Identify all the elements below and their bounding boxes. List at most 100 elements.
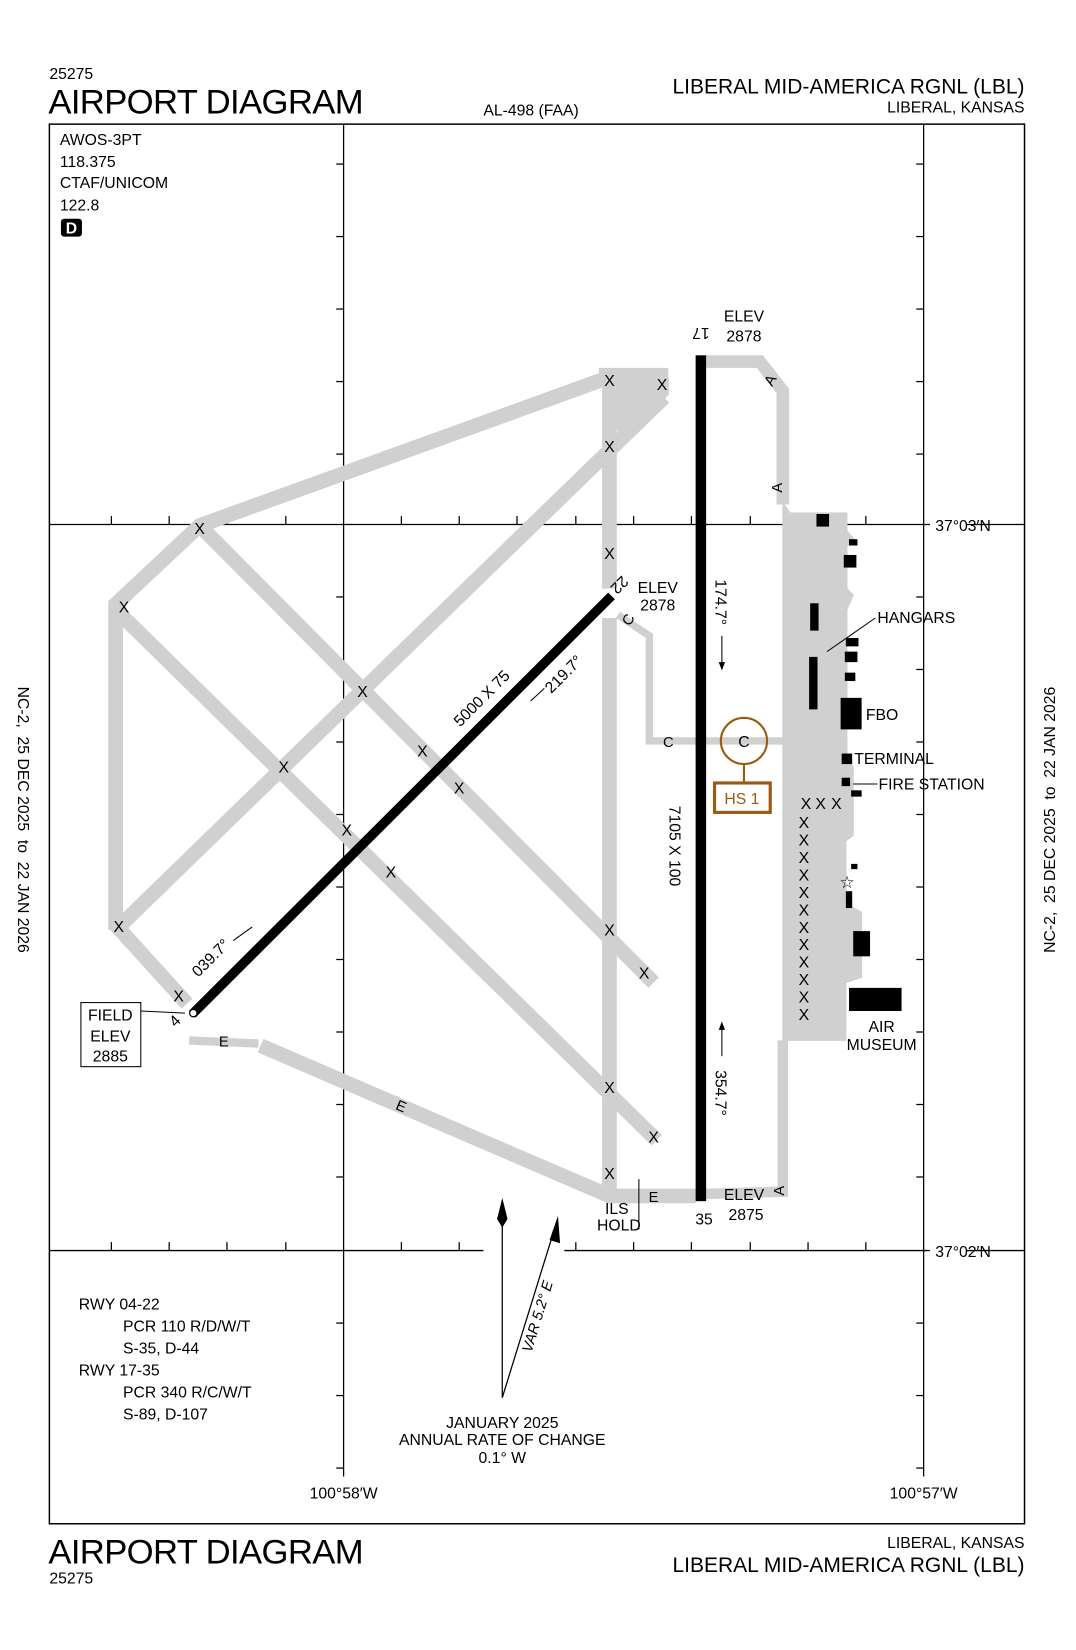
closed-taxiway-x-mark: X bbox=[278, 759, 289, 776]
fbo-label: FBO bbox=[866, 707, 898, 724]
taxiway-e-label: E bbox=[649, 1190, 659, 1206]
rwy-info-0-wt: S-35, D-44 bbox=[123, 1341, 199, 1358]
building bbox=[844, 672, 856, 682]
fire-station-label: FIRE STATION bbox=[878, 776, 984, 793]
heading-039-arrow bbox=[232, 926, 253, 942]
building bbox=[840, 697, 862, 730]
closed-taxiway-x-mark: X bbox=[639, 965, 650, 982]
chart-title-bottom: AIRPORT DIAGRAM bbox=[48, 1534, 363, 1572]
closed-taxiway-x-mark: X bbox=[831, 796, 842, 813]
procedure-id: AL-498 (FAA) bbox=[483, 103, 578, 120]
runway-4-threshold-marker bbox=[189, 1008, 198, 1018]
closed-taxiway-x-mark: X bbox=[799, 955, 810, 972]
ils-hold-l2: HOLD bbox=[597, 1218, 641, 1235]
heading-174: 174.7° bbox=[712, 579, 729, 625]
latitude-north-label: 37°03′N bbox=[935, 518, 991, 535]
rwy-info-1-rwy: RWY 17-35 bbox=[79, 1363, 160, 1380]
runway-17-35-dimensions: 7105 X 100 bbox=[665, 806, 682, 887]
field-elev-box bbox=[80, 1002, 142, 1068]
hangars-leader bbox=[826, 617, 876, 653]
beacon-star-icon: ☆ bbox=[839, 873, 854, 892]
latitude-south-label: 37°02′N bbox=[935, 1244, 991, 1261]
elev-17-label: ELEV bbox=[724, 309, 765, 326]
arrowhead bbox=[718, 662, 726, 671]
building bbox=[853, 931, 871, 957]
city-state-bottom: LIBERAL, KANSAS bbox=[887, 1535, 1024, 1552]
building bbox=[809, 656, 818, 710]
magnetic-variation-arrows bbox=[497, 1198, 561, 1398]
building bbox=[851, 790, 862, 797]
buildings bbox=[809, 513, 902, 1011]
air-museum-l1: AIR bbox=[868, 1019, 894, 1036]
longitude-west-label: 100°58′W bbox=[310, 1486, 378, 1503]
closed-taxiway-x-mark: X bbox=[799, 867, 810, 884]
chart-number-bottom: 25275 bbox=[49, 1571, 93, 1588]
field-elev-l2: ELEV bbox=[90, 1028, 131, 1045]
chart-number-top: 25275 bbox=[49, 66, 93, 83]
chart-frame bbox=[48, 123, 1026, 1525]
closed-taxiway-x-mark: X bbox=[815, 796, 826, 813]
terminal-label: TERMINAL bbox=[854, 751, 934, 768]
closed-taxiway-x-mark: X bbox=[173, 989, 184, 1006]
closed-taxiway-x-mark: X bbox=[454, 780, 465, 797]
variation-rate: 0.1° W bbox=[479, 1450, 527, 1467]
closed-taxiway-x-mark: X bbox=[799, 885, 810, 902]
field-elev-l1: FIELD bbox=[88, 1007, 133, 1024]
taxiway-c-label: C bbox=[663, 735, 674, 751]
lat-lon-grid bbox=[49, 124, 1025, 1477]
closed-taxiway-x-mark: X bbox=[799, 972, 810, 989]
field-elev-l3: 2885 bbox=[93, 1048, 128, 1065]
building bbox=[843, 554, 857, 568]
heading-354: 354.7° bbox=[712, 1070, 729, 1116]
magnetic-north-arrowhead-icon bbox=[549, 1215, 561, 1244]
closed-taxiway-x-mark: X bbox=[386, 865, 397, 882]
true-north-diamond-icon bbox=[497, 1198, 508, 1228]
magnetic-north-line bbox=[501, 1220, 558, 1398]
hot-spot-hs1: C HS 1 bbox=[712, 716, 772, 814]
building bbox=[845, 637, 859, 647]
closed-taxiway-x-mark: X bbox=[799, 990, 810, 1007]
runway-4-label: 4 bbox=[166, 1012, 184, 1030]
variation-rate-label: ANNUAL RATE OF CHANGE bbox=[399, 1432, 606, 1449]
longitude-east-label: 100°57′W bbox=[890, 1486, 958, 1503]
closed-taxiway-x-mark: X bbox=[604, 546, 615, 563]
elev-17-value: 2878 bbox=[726, 329, 761, 346]
airport-name-bottom: LIBERAL MID-AMERICA RGNL (LBL) bbox=[672, 1554, 1024, 1577]
ctaf-frequency: 122.8 bbox=[60, 197, 100, 214]
elev-22-value: 2878 bbox=[640, 598, 675, 615]
closed-taxiway-x-mark: X bbox=[113, 919, 124, 936]
closed-taxiway-x-mark: X bbox=[799, 815, 810, 832]
ils-hold-l1: ILS bbox=[605, 1201, 629, 1218]
hot-spot-label: HS 1 bbox=[724, 791, 759, 808]
runway-17-label: 17 bbox=[692, 324, 710, 341]
closed-taxiway-x-mark: X bbox=[194, 521, 205, 538]
heading-219-arrow bbox=[530, 688, 545, 702]
hot-spot-taxiway: C bbox=[738, 734, 749, 751]
arrowhead bbox=[718, 1021, 726, 1030]
closed-taxiway-x-mark: X bbox=[604, 922, 615, 939]
awos-label: AWOS-3PT bbox=[60, 132, 142, 149]
effective-dates-right: NC-2, 25 DEC 2025 to 22 JAN 2026 bbox=[1042, 686, 1059, 952]
closed-taxiway-x-mark: X bbox=[648, 1129, 659, 1146]
rwy-info-1-wt: S-89, D-107 bbox=[123, 1407, 208, 1424]
runway-17-35 bbox=[695, 355, 707, 1202]
rwy-info-1-pcr: PCR 340 R/C/W/T bbox=[123, 1385, 252, 1402]
closed-taxiway-x-mark: X bbox=[799, 902, 810, 919]
closed-taxiway-x-mark: X bbox=[799, 937, 810, 954]
runway-04-22 bbox=[188, 592, 615, 1018]
taxiway-a-label: A bbox=[772, 1186, 788, 1196]
field-elev-leader bbox=[140, 1010, 185, 1014]
taxiway-e-label: E bbox=[219, 1035, 229, 1051]
air-museum-l2: MUSEUM bbox=[847, 1037, 917, 1054]
hangars-label: HANGARS bbox=[877, 610, 955, 627]
chart-title-top: AIRPORT DIAGRAM bbox=[48, 84, 363, 122]
closed-taxiway-x-mark: X bbox=[604, 1080, 615, 1097]
elev-35-label: ELEV bbox=[724, 1187, 765, 1204]
elev-22-label: ELEV bbox=[638, 580, 679, 597]
ctaf-label: CTAF/UNICOM bbox=[60, 175, 168, 192]
variation-epoch: JANUARY 2025 bbox=[446, 1415, 559, 1432]
closed-taxiway-x-mark: X bbox=[604, 1166, 615, 1183]
variation-label: VAR 5.2° E bbox=[520, 1279, 557, 1354]
